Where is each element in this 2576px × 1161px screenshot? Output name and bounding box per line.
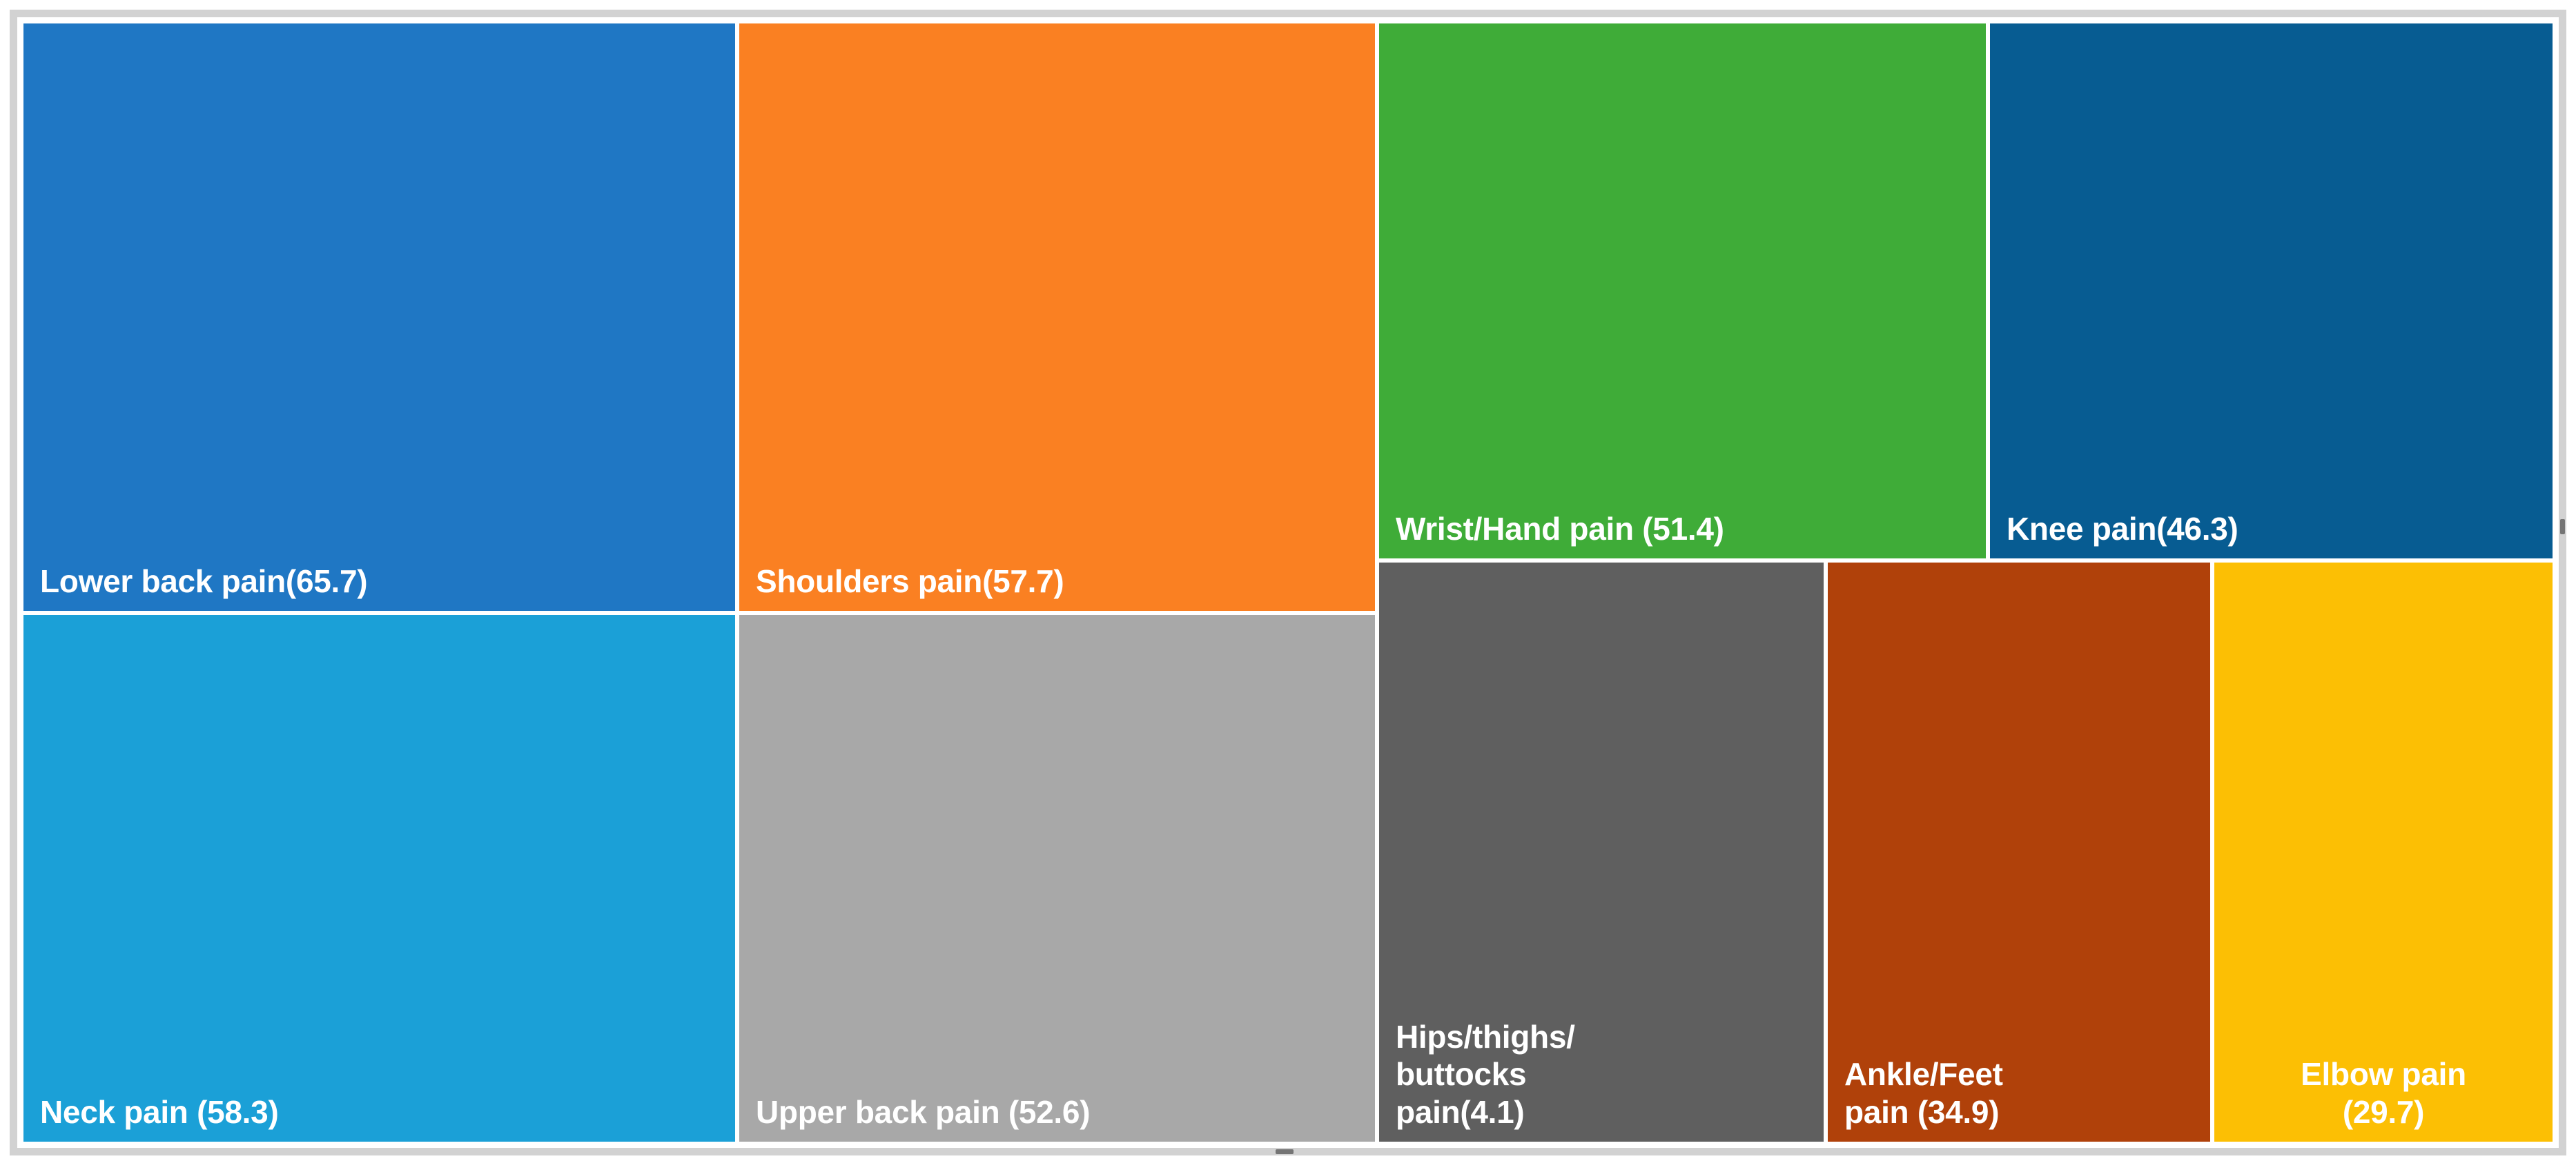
treemap-tile-label: Hips/thighs/ buttocks pain(4.1) <box>1396 1019 1575 1130</box>
treemap-tile-knee-pain[interactable]: Knee pain(46.3) <box>1988 21 2555 560</box>
resize-handle-right-icon[interactable] <box>2560 519 2565 534</box>
resize-handle-bottom-icon[interactable] <box>1276 1149 1294 1154</box>
treemap-tile-label: Lower back pain(65.7) <box>40 563 368 599</box>
treemap-tile-label: Neck pain (58.3) <box>40 1093 279 1130</box>
chart-frame-border-left <box>10 10 17 1155</box>
treemap-tile-lower-back-pain[interactable]: Lower back pain(65.7) <box>21 21 737 613</box>
treemap-tile-hips-thighs-buttocks-pain[interactable]: Hips/thighs/ buttocks pain(4.1) <box>1377 560 1826 1144</box>
treemap-tile-label: Elbow pain (29.7) <box>2301 1056 2466 1130</box>
chart-frame-border-right <box>2559 10 2566 1155</box>
treemap-tile-elbow-pain[interactable]: Elbow pain (29.7) <box>2212 560 2555 1144</box>
treemap-tile-neck-pain[interactable]: Neck pain (58.3) <box>21 613 737 1144</box>
treemap-tile-label: Shoulders pain(57.7) <box>756 563 1064 599</box>
treemap-tile-label: Wrist/Hand pain (51.4) <box>1396 510 1724 547</box>
treemap-tile-wrist-hand-pain[interactable]: Wrist/Hand pain (51.4) <box>1377 21 1988 560</box>
treemap-tile-shoulders-pain[interactable]: Shoulders pain(57.7) <box>737 21 1377 613</box>
treemap-tile-ankle-feet-pain[interactable]: Ankle/Feet pain (34.9) <box>1826 560 2212 1144</box>
treemap-tile-label: Knee pain(46.3) <box>2007 510 2238 547</box>
treemap-tile-upper-back-pain[interactable]: Upper back pain (52.6) <box>737 613 1377 1144</box>
treemap-plot-area: Lower back pain(65.7) Neck pain (58.3) S… <box>21 21 2555 1144</box>
chart-frame-border-top <box>10 10 2566 17</box>
treemap-tile-label: Upper back pain (52.6) <box>756 1093 1091 1130</box>
treemap-tile-label: Ankle/Feet pain (34.9) <box>1844 1056 2003 1130</box>
